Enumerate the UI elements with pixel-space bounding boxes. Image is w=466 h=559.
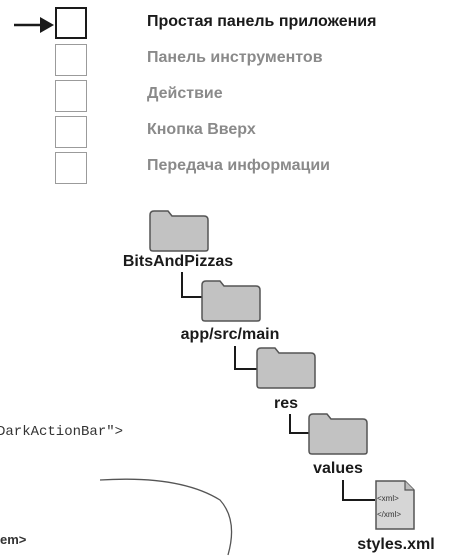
folder-label-app-src-main: app/src/main (180, 326, 280, 343)
code-fragment: em> (0, 532, 27, 547)
folder-icon (256, 347, 316, 389)
folder-icon (201, 280, 261, 322)
step-box-1 (55, 7, 87, 39)
folder-icon (308, 413, 368, 455)
code-fragment: DarkActionBar"> (0, 424, 124, 440)
file-icon-text: </xml> (377, 510, 402, 519)
current-step-arrow-icon (14, 17, 54, 33)
folder-label-values: values (313, 460, 363, 477)
step-label-2: Панель инструментов (147, 49, 323, 66)
folder-label-bitsandpizzas: BitsAndPizzas (122, 253, 234, 270)
step-label-5: Передача информации (147, 157, 331, 174)
file-icon-text: <xml> (377, 494, 399, 503)
step-label-4: Кнопка Вверх (147, 121, 256, 138)
step-box-4 (55, 116, 87, 148)
step-box-2 (55, 44, 87, 76)
folder-label-res: res (273, 395, 299, 412)
xml-file-icon: <xml> </xml> (373, 478, 417, 532)
file-label-styles-xml: styles.xml (357, 536, 435, 553)
step-box-3 (55, 80, 87, 112)
folder-icon (149, 210, 209, 252)
step-label-3: Действие (147, 85, 223, 102)
step-box-5 (55, 152, 87, 184)
step-label-1: Простая панель приложения (147, 13, 377, 30)
